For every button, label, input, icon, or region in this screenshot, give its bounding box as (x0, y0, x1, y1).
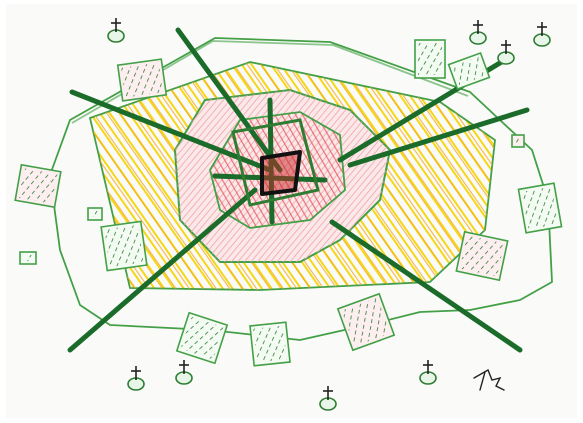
green-plot (250, 322, 290, 366)
green-plot (15, 165, 61, 207)
green-plot (101, 221, 147, 270)
green-plot (512, 135, 524, 147)
green-plot (88, 208, 102, 220)
green-plot (20, 252, 36, 264)
black-center-square (260, 150, 300, 196)
green-plot (518, 183, 561, 233)
green-plot (456, 232, 507, 280)
green-plot (415, 40, 445, 78)
green-plot (118, 59, 167, 101)
